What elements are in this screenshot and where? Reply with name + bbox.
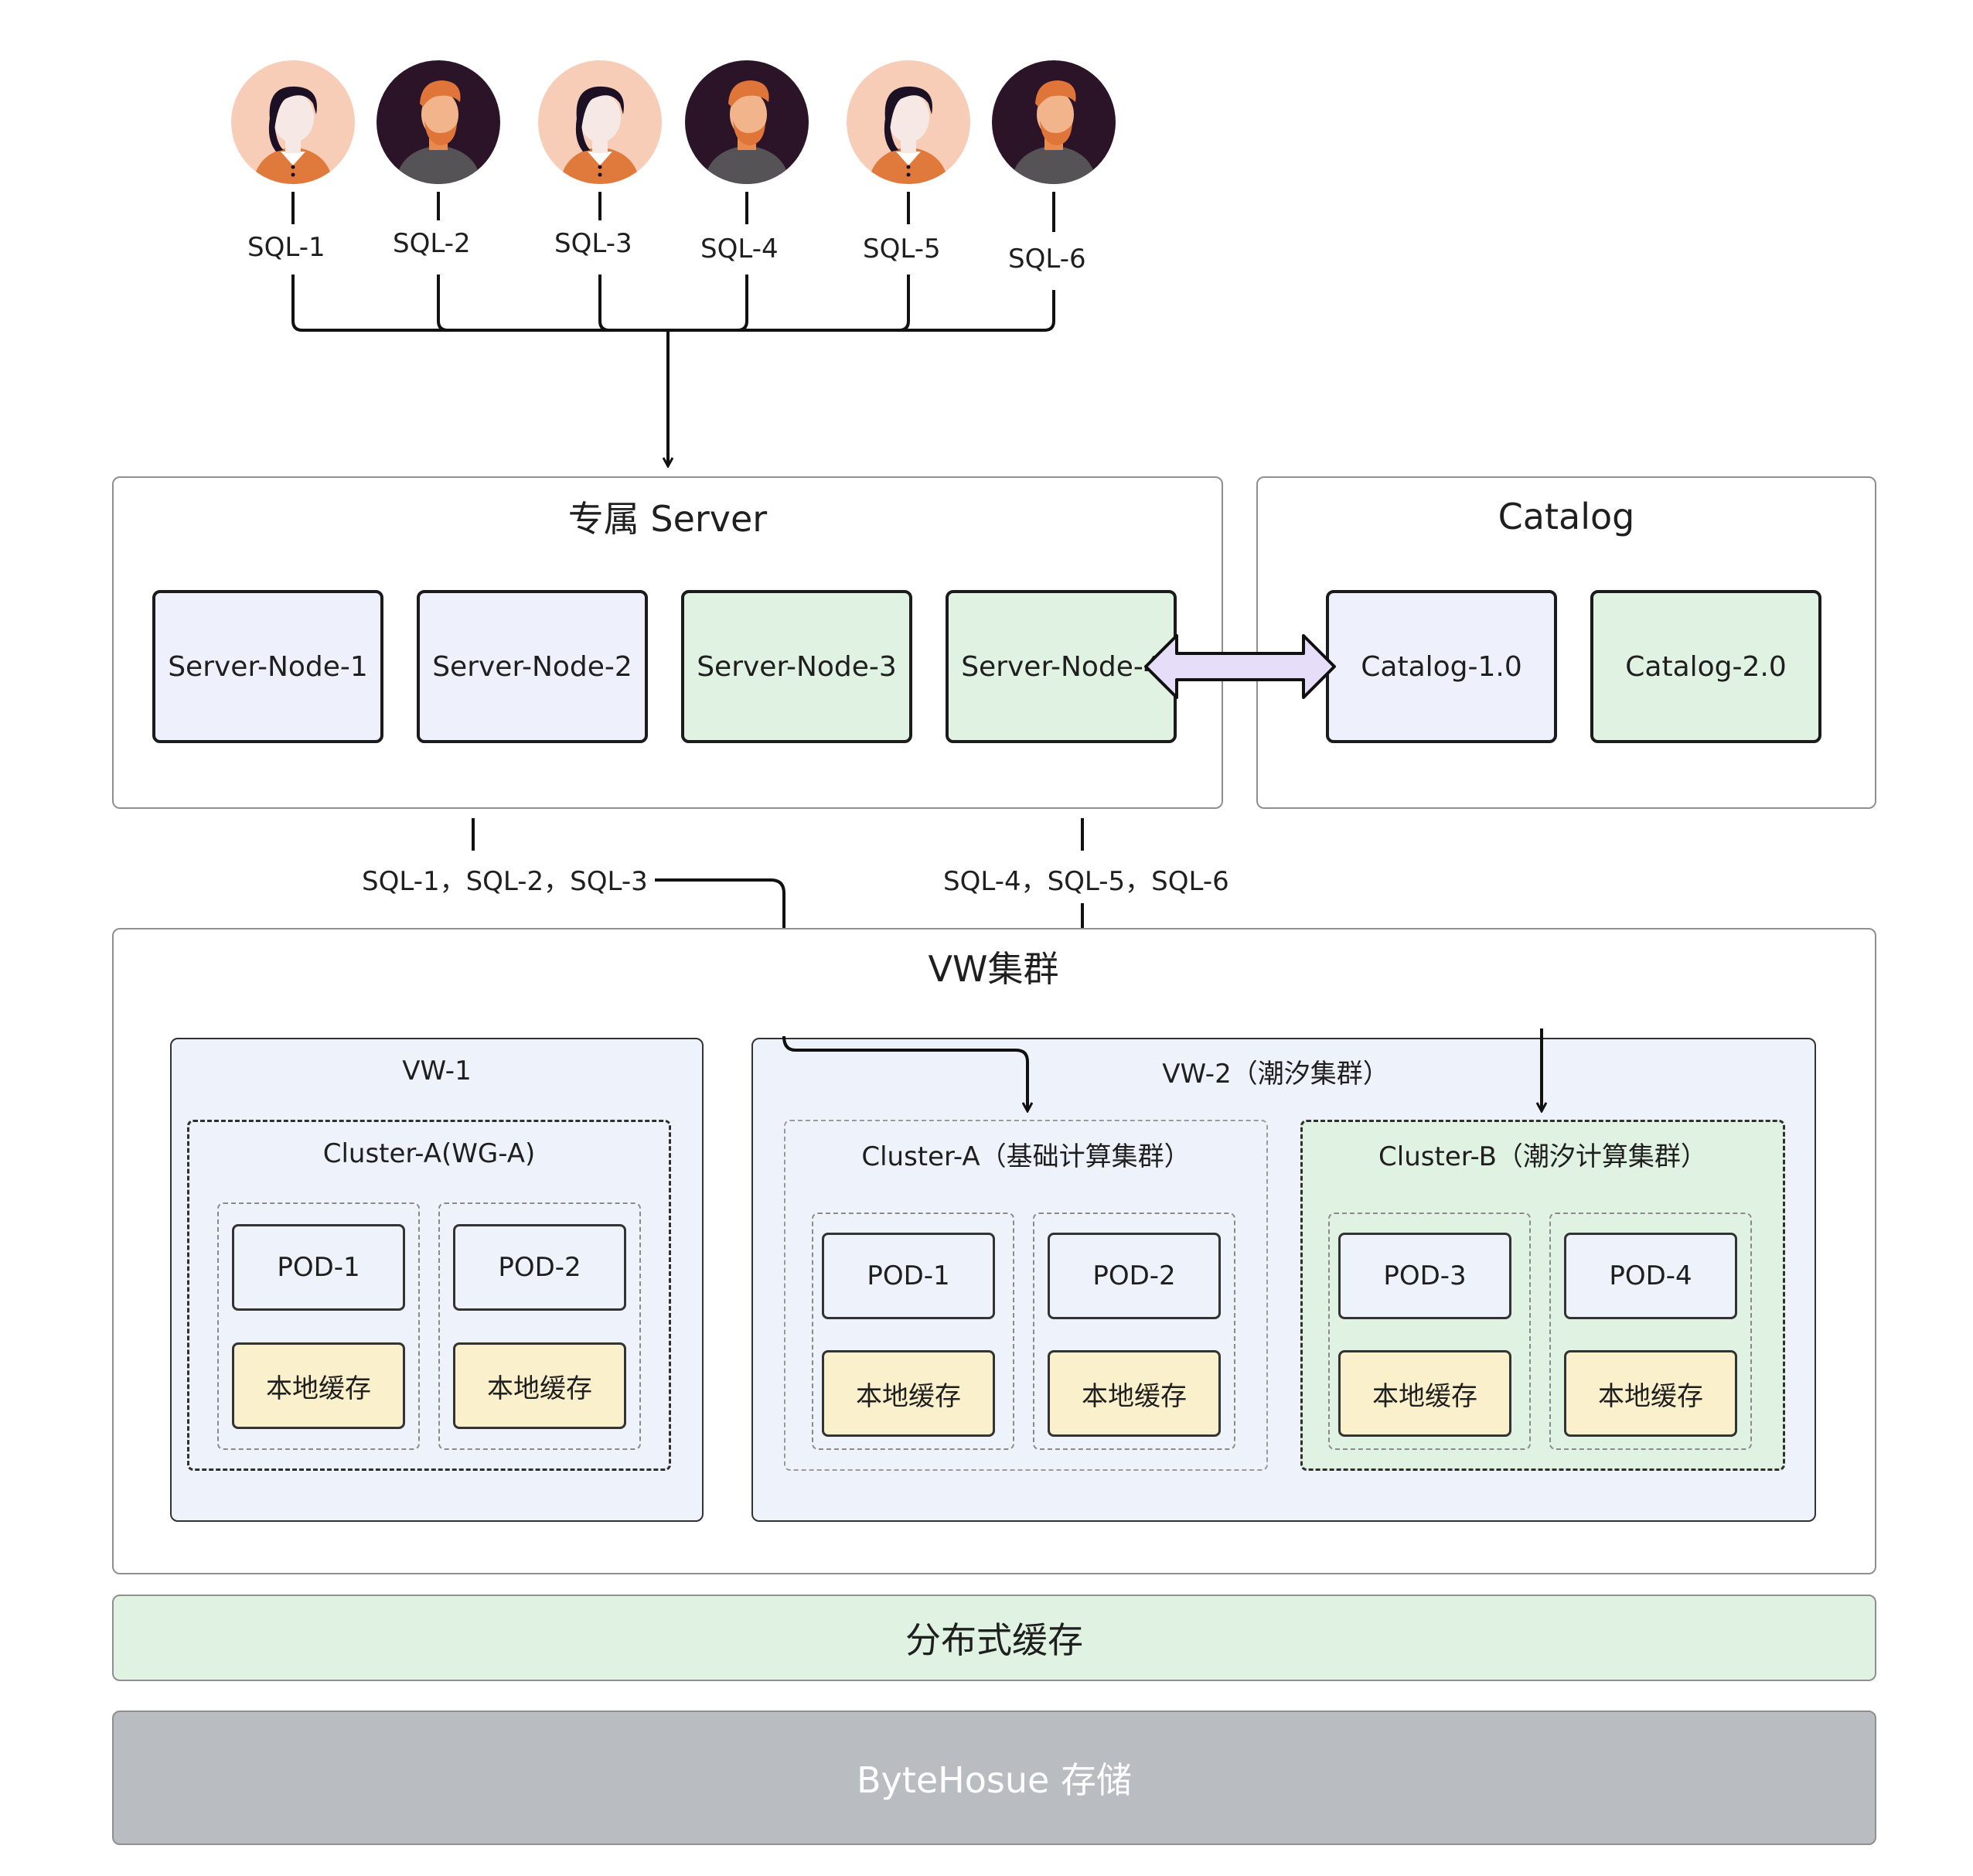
server-node-2[interactable]: Server-Node-2 — [417, 590, 648, 743]
pod-box[interactable]: POD-2 — [453, 1224, 626, 1311]
cluster-title: Cluster-A（基础计算集群） — [861, 1141, 1191, 1172]
local-cache-box[interactable]: 本地缓存 — [453, 1342, 626, 1429]
woman-avatar-icon — [537, 59, 663, 186]
pod-group — [812, 1213, 1014, 1450]
sql-label: SQL-3 — [554, 228, 632, 259]
sql-label: SQL-5 — [863, 234, 941, 264]
local-cache-box[interactable]: 本地缓存 — [1338, 1350, 1511, 1437]
pod-group — [438, 1202, 641, 1450]
server-node-4[interactable]: Server-Node-4 — [946, 590, 1177, 743]
cluster-title: Cluster-B（潮汐计算集群） — [1378, 1141, 1707, 1172]
bytehouse-storage-bar[interactable]: ByteHosue 存储 — [112, 1711, 1876, 1845]
man-avatar-icon — [990, 59, 1117, 186]
server-node-1[interactable]: Server-Node-1 — [152, 590, 383, 743]
catalog-node-1[interactable]: Catalog-1.0 — [1326, 590, 1557, 743]
cluster-a-basic — [784, 1120, 1268, 1471]
vw-2-title: VW-2（潮汐集群） — [1162, 1058, 1389, 1090]
local-cache-box[interactable]: 本地缓存 — [232, 1342, 405, 1429]
server-title: 专属 Server — [567, 497, 768, 540]
catalog-node-2[interactable]: Catalog-2.0 — [1590, 590, 1821, 743]
pod-box[interactable]: POD-2 — [1048, 1233, 1221, 1319]
sql-merge-bus — [291, 275, 1055, 466]
pod-group — [217, 1202, 420, 1450]
local-cache-box[interactable]: 本地缓存 — [1048, 1350, 1221, 1437]
pod-box[interactable]: POD-4 — [1564, 1233, 1737, 1319]
pod-box[interactable]: POD-1 — [822, 1233, 995, 1319]
local-cache-box[interactable]: 本地缓存 — [822, 1350, 995, 1437]
sql-label: SQL-4 — [700, 234, 779, 264]
vw-1-title: VW-1 — [402, 1056, 472, 1086]
avatar-connectors — [291, 192, 1055, 232]
distributed-cache-bar[interactable]: 分布式缓存 — [112, 1595, 1876, 1681]
woman-avatar-icon — [845, 59, 972, 186]
pod-box[interactable]: POD-1 — [232, 1224, 405, 1311]
pod-group — [1549, 1213, 1752, 1450]
pod-box[interactable]: POD-3 — [1338, 1233, 1511, 1319]
sql-label: SQL-1 — [247, 232, 325, 263]
cluster-a-wg-a — [187, 1120, 671, 1471]
man-avatar-icon — [375, 59, 502, 186]
pod-group — [1328, 1213, 1531, 1450]
server-node-3[interactable]: Server-Node-3 — [681, 590, 912, 743]
woman-avatar-icon — [230, 59, 356, 186]
vw-cluster-title: VW集群 — [928, 948, 1059, 990]
route-label-left: SQL-1，SQL-2，SQL-3 — [362, 866, 648, 897]
sql-label: SQL-2 — [393, 228, 471, 259]
man-avatar-icon — [683, 59, 810, 186]
cluster-title: Cluster-A(WG-A) — [322, 1138, 536, 1169]
local-cache-box[interactable]: 本地缓存 — [1564, 1350, 1737, 1437]
pod-group — [1033, 1213, 1235, 1450]
catalog-title: Catalog — [1498, 495, 1635, 537]
route-label-right: SQL-4，SQL-5，SQL-6 — [943, 866, 1229, 897]
sql-label: SQL-6 — [1008, 244, 1086, 275]
